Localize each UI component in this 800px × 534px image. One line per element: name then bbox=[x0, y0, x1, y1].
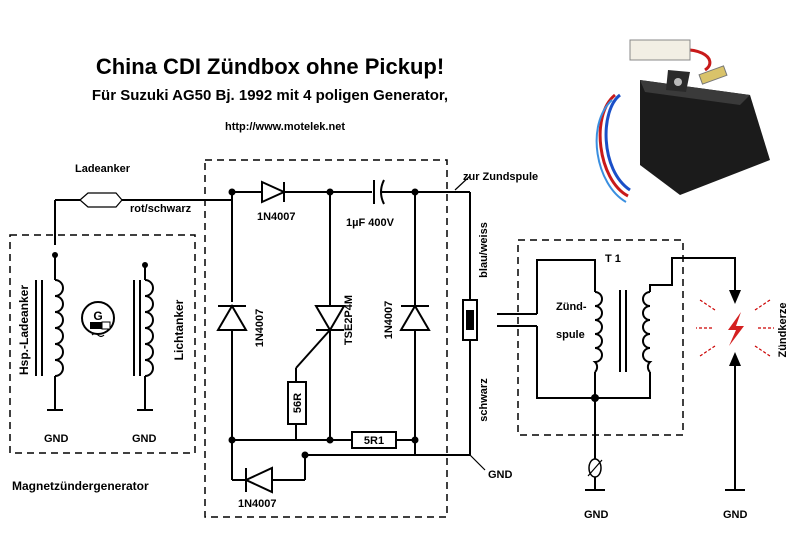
diode-top-label: 1N4007 bbox=[257, 211, 296, 223]
gnd-coil-label: GND bbox=[584, 509, 609, 521]
diagram-title: China CDI Zündbox ohne Pickup! bbox=[96, 54, 444, 79]
cdi-box-photo bbox=[595, 39, 770, 203]
capacitor-label: 1µF 400V bbox=[346, 217, 395, 229]
zur-zundspule-label: zur Zundspule bbox=[463, 171, 538, 183]
diode-top: 1N4007 bbox=[257, 180, 296, 223]
source-url: http://www.motelek.net bbox=[225, 121, 345, 133]
ladeanker-connector: Ladeanker rot/schwarz bbox=[55, 163, 232, 215]
diagram-subtitle: Für Suzuki AG50 Bj. 1992 mit 4 poligen G… bbox=[92, 87, 448, 104]
blau-weiss-label: blau/weiss bbox=[478, 222, 490, 278]
gnd-plug-label: GND bbox=[723, 509, 748, 521]
generator-symbol: G bbox=[81, 301, 115, 338]
hsp-ladeanker-coil: Hsp.-Ladeanker GND bbox=[17, 255, 69, 445]
diode-right-label: 1N4007 bbox=[383, 301, 395, 340]
diode-right: 1N4007 bbox=[383, 301, 431, 340]
gnd-mid-label: GND bbox=[488, 469, 513, 481]
capacitor: 1µF 400V bbox=[346, 179, 395, 229]
rot-schwarz-label: rot/schwarz bbox=[130, 203, 192, 215]
zundspule-label-2: spule bbox=[556, 329, 585, 341]
gnd-left-1-label: GND bbox=[44, 433, 69, 445]
spark-plug bbox=[696, 278, 774, 490]
lichtanker-label: Lichtanker bbox=[172, 299, 186, 360]
gnd-left-2-label: GND bbox=[132, 433, 157, 445]
generator-box bbox=[9, 234, 196, 454]
lichtanker-coil: Lichtanker GND bbox=[132, 262, 186, 445]
thyristor: TSE2P4M bbox=[295, 295, 355, 369]
resistor-5r1: 5R1 bbox=[351, 431, 397, 449]
resistor-56r-label: 56R bbox=[292, 393, 304, 413]
zundspule-label-1: Zünd- bbox=[556, 301, 587, 313]
transformer-label: T 1 bbox=[605, 253, 621, 265]
hsp-ladeanker-label: Hsp.-Ladeanker bbox=[17, 285, 31, 375]
generator-letter: G bbox=[93, 309, 102, 323]
zundkerze-label: Zündkerze bbox=[777, 302, 789, 357]
diode-bottom: 1N4007 bbox=[238, 466, 277, 510]
resistor-5r1-label: 5R1 bbox=[364, 435, 384, 447]
diode-left: 1N4007 bbox=[216, 304, 266, 348]
diode-left-label: 1N4007 bbox=[254, 309, 266, 348]
schwarz-label: schwarz bbox=[478, 378, 490, 422]
ladeanker-label: Ladeanker bbox=[75, 163, 131, 175]
cdi-box bbox=[204, 159, 448, 518]
magnetzuender-label: Magnetzündergenerator bbox=[12, 479, 149, 493]
diode-bottom-label: 1N4007 bbox=[238, 498, 277, 510]
resistor-56r: 56R bbox=[287, 381, 307, 425]
coil-gnd-fuse bbox=[587, 458, 603, 478]
transformer-t1 bbox=[536, 257, 736, 402]
output-connector bbox=[462, 299, 478, 341]
thyristor-label: TSE2P4M bbox=[343, 295, 355, 345]
